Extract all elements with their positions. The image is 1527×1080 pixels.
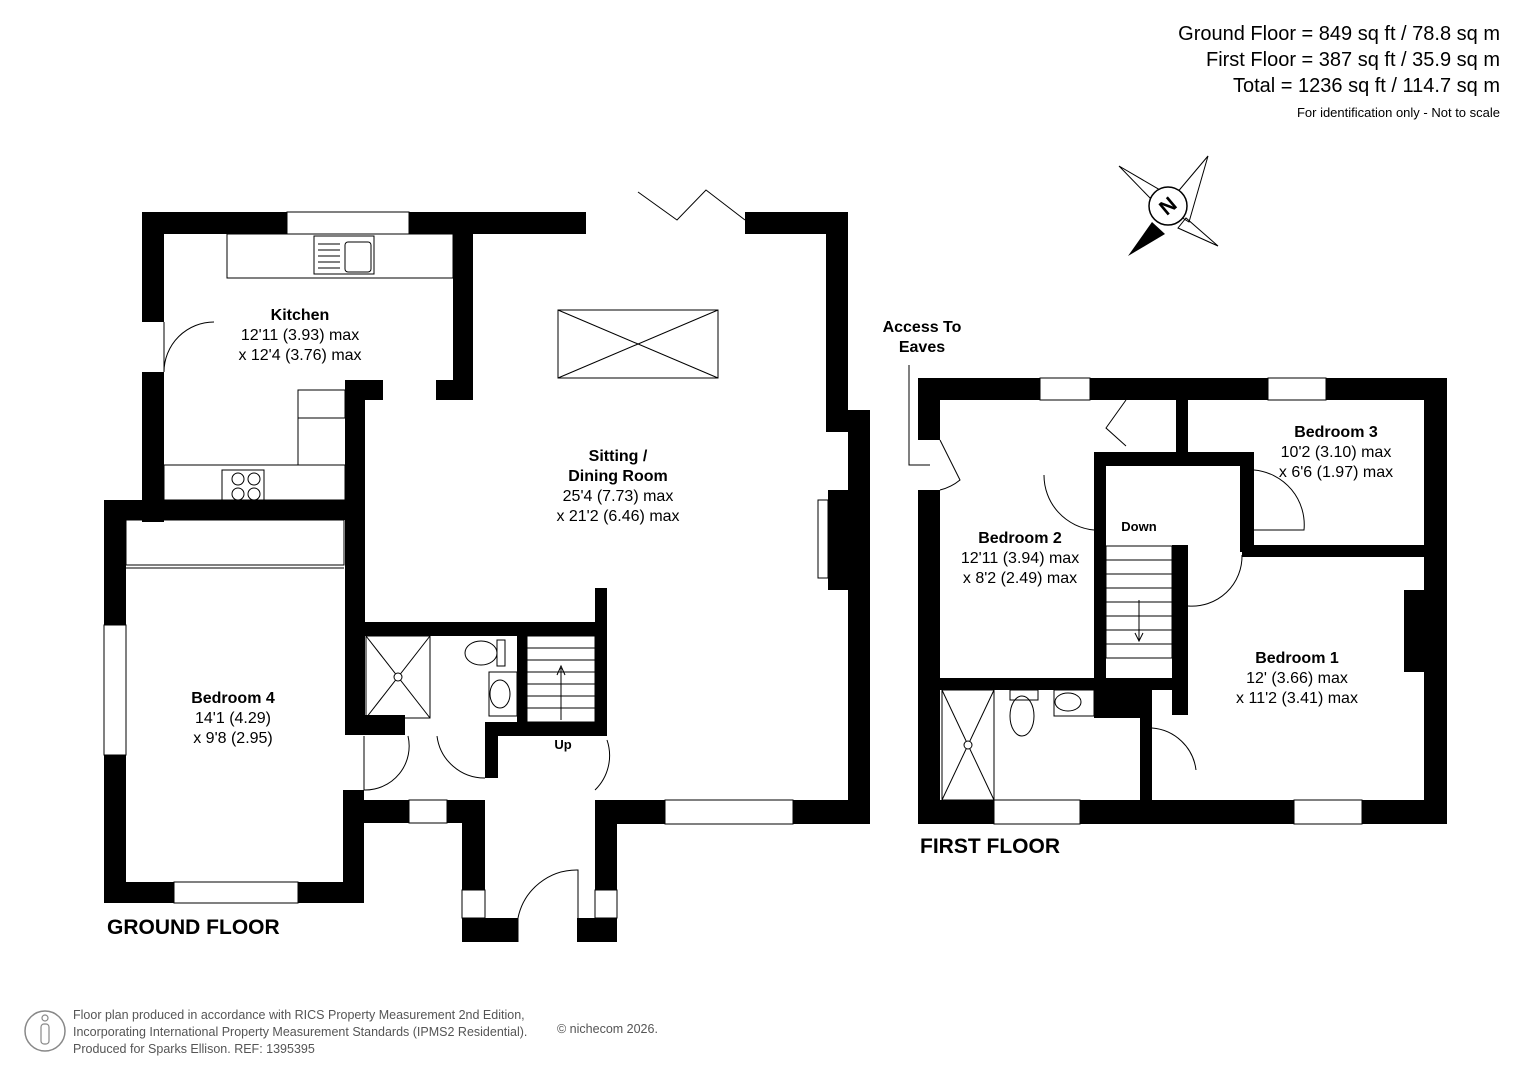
compass-needle-icon: [1128, 222, 1165, 256]
total-area: Total = 1236 sq ft / 114.7 sq m: [1232, 75, 1500, 97]
bedroom4-dim2: x 9'8 (2.95): [193, 730, 273, 747]
shower-room-door-icon: [436, 735, 486, 779]
bedroom3-door-icon: [1253, 469, 1305, 531]
ground-floor-fittings: [125, 189, 746, 942]
stairs-down-icon: [1105, 545, 1173, 659]
sitting-name1: Sitting /: [589, 448, 648, 465]
eaves-line1: Access To: [883, 319, 962, 336]
stairs-up-label: Up: [554, 737, 571, 752]
roof-light-icon: [557, 309, 719, 379]
stairs-up-icon: [526, 635, 596, 723]
ground-floor-walls: [103, 211, 870, 942]
bedroom4-name: Bedroom 4: [191, 690, 275, 707]
footer-line2: Incorporating International Property Mea…: [73, 1025, 528, 1039]
bedroom4-dim1: 14'1 (4.29): [195, 710, 271, 727]
first-floor-label: FIRST FLOOR: [920, 835, 1060, 858]
compass-arrow-se-icon: [1177, 217, 1219, 247]
kitchen-door-icon: [163, 321, 215, 373]
compass: N: [1118, 155, 1219, 256]
bifold-door-icon: [637, 189, 746, 221]
eaves-door-icon: [939, 439, 961, 491]
room-labels: Kitchen 12'11 (3.93) max x 12'4 (3.76) m…: [107, 307, 1393, 939]
bathroom-door-icon: [1151, 727, 1197, 771]
first-floor-walls: [918, 377, 1447, 825]
ground-floor-area: Ground Floor = 849 sq ft / 78.8 sq m: [1178, 23, 1500, 45]
first-floor-fittings: [908, 365, 1305, 801]
footer-copyright: © nichecom 2026.: [557, 1022, 658, 1036]
bedroom1-dim1: 12' (3.66) max: [1246, 670, 1348, 687]
hob-icon: [221, 469, 265, 505]
kitchen-dim2: x 12'4 (3.76) max: [238, 347, 361, 364]
person-icon: [24, 1010, 66, 1052]
bedroom2-dim2: x 8'2 (2.49) max: [963, 570, 1077, 587]
kitchen-name: Kitchen: [271, 307, 330, 324]
kitchen-dim1: 12'11 (3.93) max: [241, 327, 359, 344]
scale-note: For identification only - Not to scale: [1296, 105, 1500, 120]
sink-icon: [313, 235, 375, 275]
first-floor-area: First Floor = 387 sq ft / 35.9 sq m: [1205, 49, 1500, 71]
bedroom1-door-icon: [1187, 554, 1243, 607]
ground-floor-label: GROUND FLOOR: [107, 916, 280, 939]
first-shower-tray-icon: [941, 689, 995, 801]
sitting-dim1: 25'4 (7.73) max: [563, 488, 674, 505]
first-toilet-icon: [1009, 689, 1039, 737]
sitting-room-door-icon: [594, 739, 611, 791]
bedroom4-door-icon: [363, 735, 410, 791]
front-door-icon: [517, 869, 579, 942]
eaves-pointer-icon: [908, 365, 930, 466]
footer-line3: Produced for Sparks Ellison. REF: 139539…: [73, 1042, 315, 1056]
bedroom3-dim1: 10'2 (3.10) max: [1281, 444, 1392, 461]
first-basin-icon: [1053, 689, 1095, 717]
sitting-name2: Dining Room: [568, 468, 668, 485]
bedroom2-name: Bedroom 2: [978, 530, 1062, 547]
cupboard-door-icon: [1105, 399, 1127, 447]
footer-line1: Floor plan produced in accordance with R…: [73, 1008, 525, 1022]
bedroom3-name: Bedroom 3: [1294, 424, 1378, 441]
eaves-line2: Eaves: [899, 339, 945, 356]
sitting-dim2: x 21'2 (6.46) max: [556, 508, 679, 525]
bedroom2-door-icon: [1043, 474, 1095, 531]
bedroom1-dim2: x 11'2 (3.41) max: [1236, 690, 1358, 707]
basin-icon: [488, 671, 518, 717]
footer-disclaimer: Floor plan produced in accordance with R…: [73, 1007, 527, 1058]
compass-circle-icon: [1148, 186, 1188, 226]
toilet-icon: [464, 639, 506, 667]
shower-tray-icon: [365, 635, 431, 719]
bedroom1-name: Bedroom 1: [1255, 650, 1339, 667]
bedroom3-dim2: x 6'6 (1.97) max: [1279, 464, 1393, 481]
stairs-down-label: Down: [1121, 519, 1156, 534]
bedroom2-dim1: 12'11 (3.94) max: [961, 550, 1079, 567]
